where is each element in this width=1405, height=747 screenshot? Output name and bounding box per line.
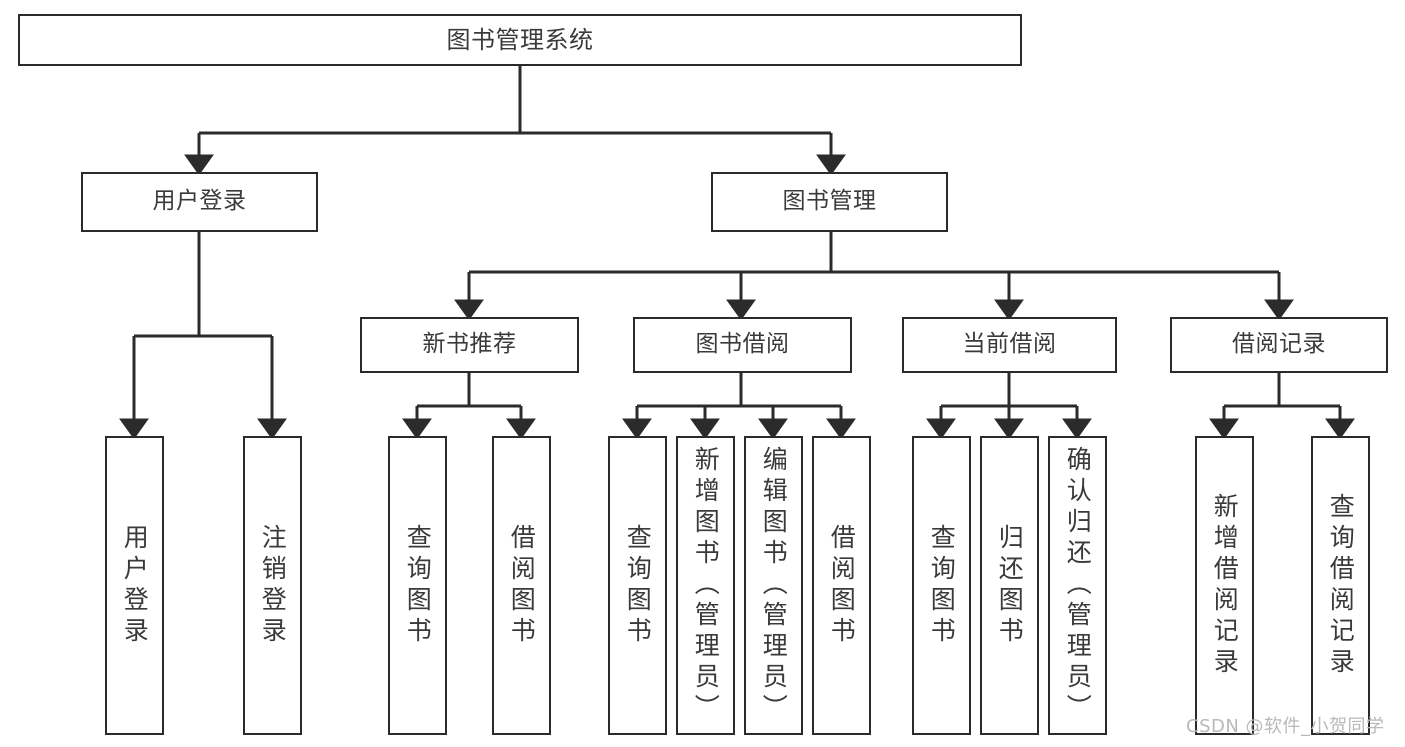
node-leaf-logout-login-label: 注销登录	[258, 523, 288, 648]
node-new-book-recommend[interactable]: 新书推荐	[360, 317, 579, 373]
node-leaf-borrow-book-1[interactable]: 借阅图书	[492, 436, 551, 735]
node-leaf-add-borrow-record-label: 新增借阅记录	[1210, 492, 1240, 679]
node-leaf-add-book[interactable]: 新增图书（管理员）	[676, 436, 735, 735]
node-root-label: 图书管理系统	[446, 25, 594, 54]
node-leaf-user-login-label: 用户登录	[120, 523, 150, 648]
node-book-borrow-label: 图书借阅	[695, 331, 790, 358]
node-current-borrow-label: 当前借阅	[962, 331, 1057, 358]
node-leaf-confirm-return[interactable]: 确认归还（管理员）	[1048, 436, 1107, 735]
node-root-book-management-system[interactable]: 图书管理系统	[18, 14, 1022, 66]
node-borrow-record-label: 借阅记录	[1232, 331, 1326, 358]
node-leaf-edit-book-label: 编辑图书（管理员）	[759, 446, 789, 725]
node-book-manage-label: 图书管理	[782, 188, 877, 215]
node-leaf-query-book-1-label: 查询图书	[403, 523, 433, 648]
node-leaf-query-book-1[interactable]: 查询图书	[388, 436, 447, 735]
node-leaf-borrow-book-2-label: 借阅图书	[827, 523, 857, 648]
node-leaf-confirm-return-label: 确认归还（管理员）	[1063, 446, 1093, 725]
node-leaf-add-book-label: 新增图书（管理员）	[691, 446, 721, 725]
csdn-watermark: CSDN @软件_小贺同学	[1186, 716, 1385, 737]
node-leaf-query-book-3-label: 查询图书	[927, 523, 957, 648]
node-leaf-user-login[interactable]: 用户登录	[105, 436, 164, 735]
node-book-borrow[interactable]: 图书借阅	[633, 317, 852, 373]
node-new-book-recommend-label: 新书推荐	[422, 331, 517, 358]
node-leaf-query-borrow-record[interactable]: 查询借阅记录	[1311, 436, 1370, 735]
node-leaf-borrow-book-2[interactable]: 借阅图书	[812, 436, 871, 735]
node-leaf-query-book-3[interactable]: 查询图书	[912, 436, 971, 735]
node-user-login-label: 用户登录	[152, 188, 247, 215]
node-leaf-logout-login[interactable]: 注销登录	[243, 436, 302, 735]
node-borrow-record[interactable]: 借阅记录	[1170, 317, 1388, 373]
node-current-borrow[interactable]: 当前借阅	[902, 317, 1117, 373]
node-leaf-edit-book[interactable]: 编辑图书（管理员）	[744, 436, 803, 735]
node-leaf-query-book-2[interactable]: 查询图书	[608, 436, 667, 735]
node-leaf-add-borrow-record[interactable]: 新增借阅记录	[1195, 436, 1254, 735]
node-leaf-return-book[interactable]: 归还图书	[980, 436, 1039, 735]
node-leaf-query-book-2-label: 查询图书	[623, 523, 653, 648]
node-user-login[interactable]: 用户登录	[81, 172, 318, 232]
node-leaf-return-book-label: 归还图书	[995, 523, 1025, 648]
node-book-manage[interactable]: 图书管理	[711, 172, 948, 232]
node-leaf-borrow-book-1-label: 借阅图书	[507, 523, 537, 648]
node-leaf-query-borrow-record-label: 查询借阅记录	[1326, 492, 1356, 679]
